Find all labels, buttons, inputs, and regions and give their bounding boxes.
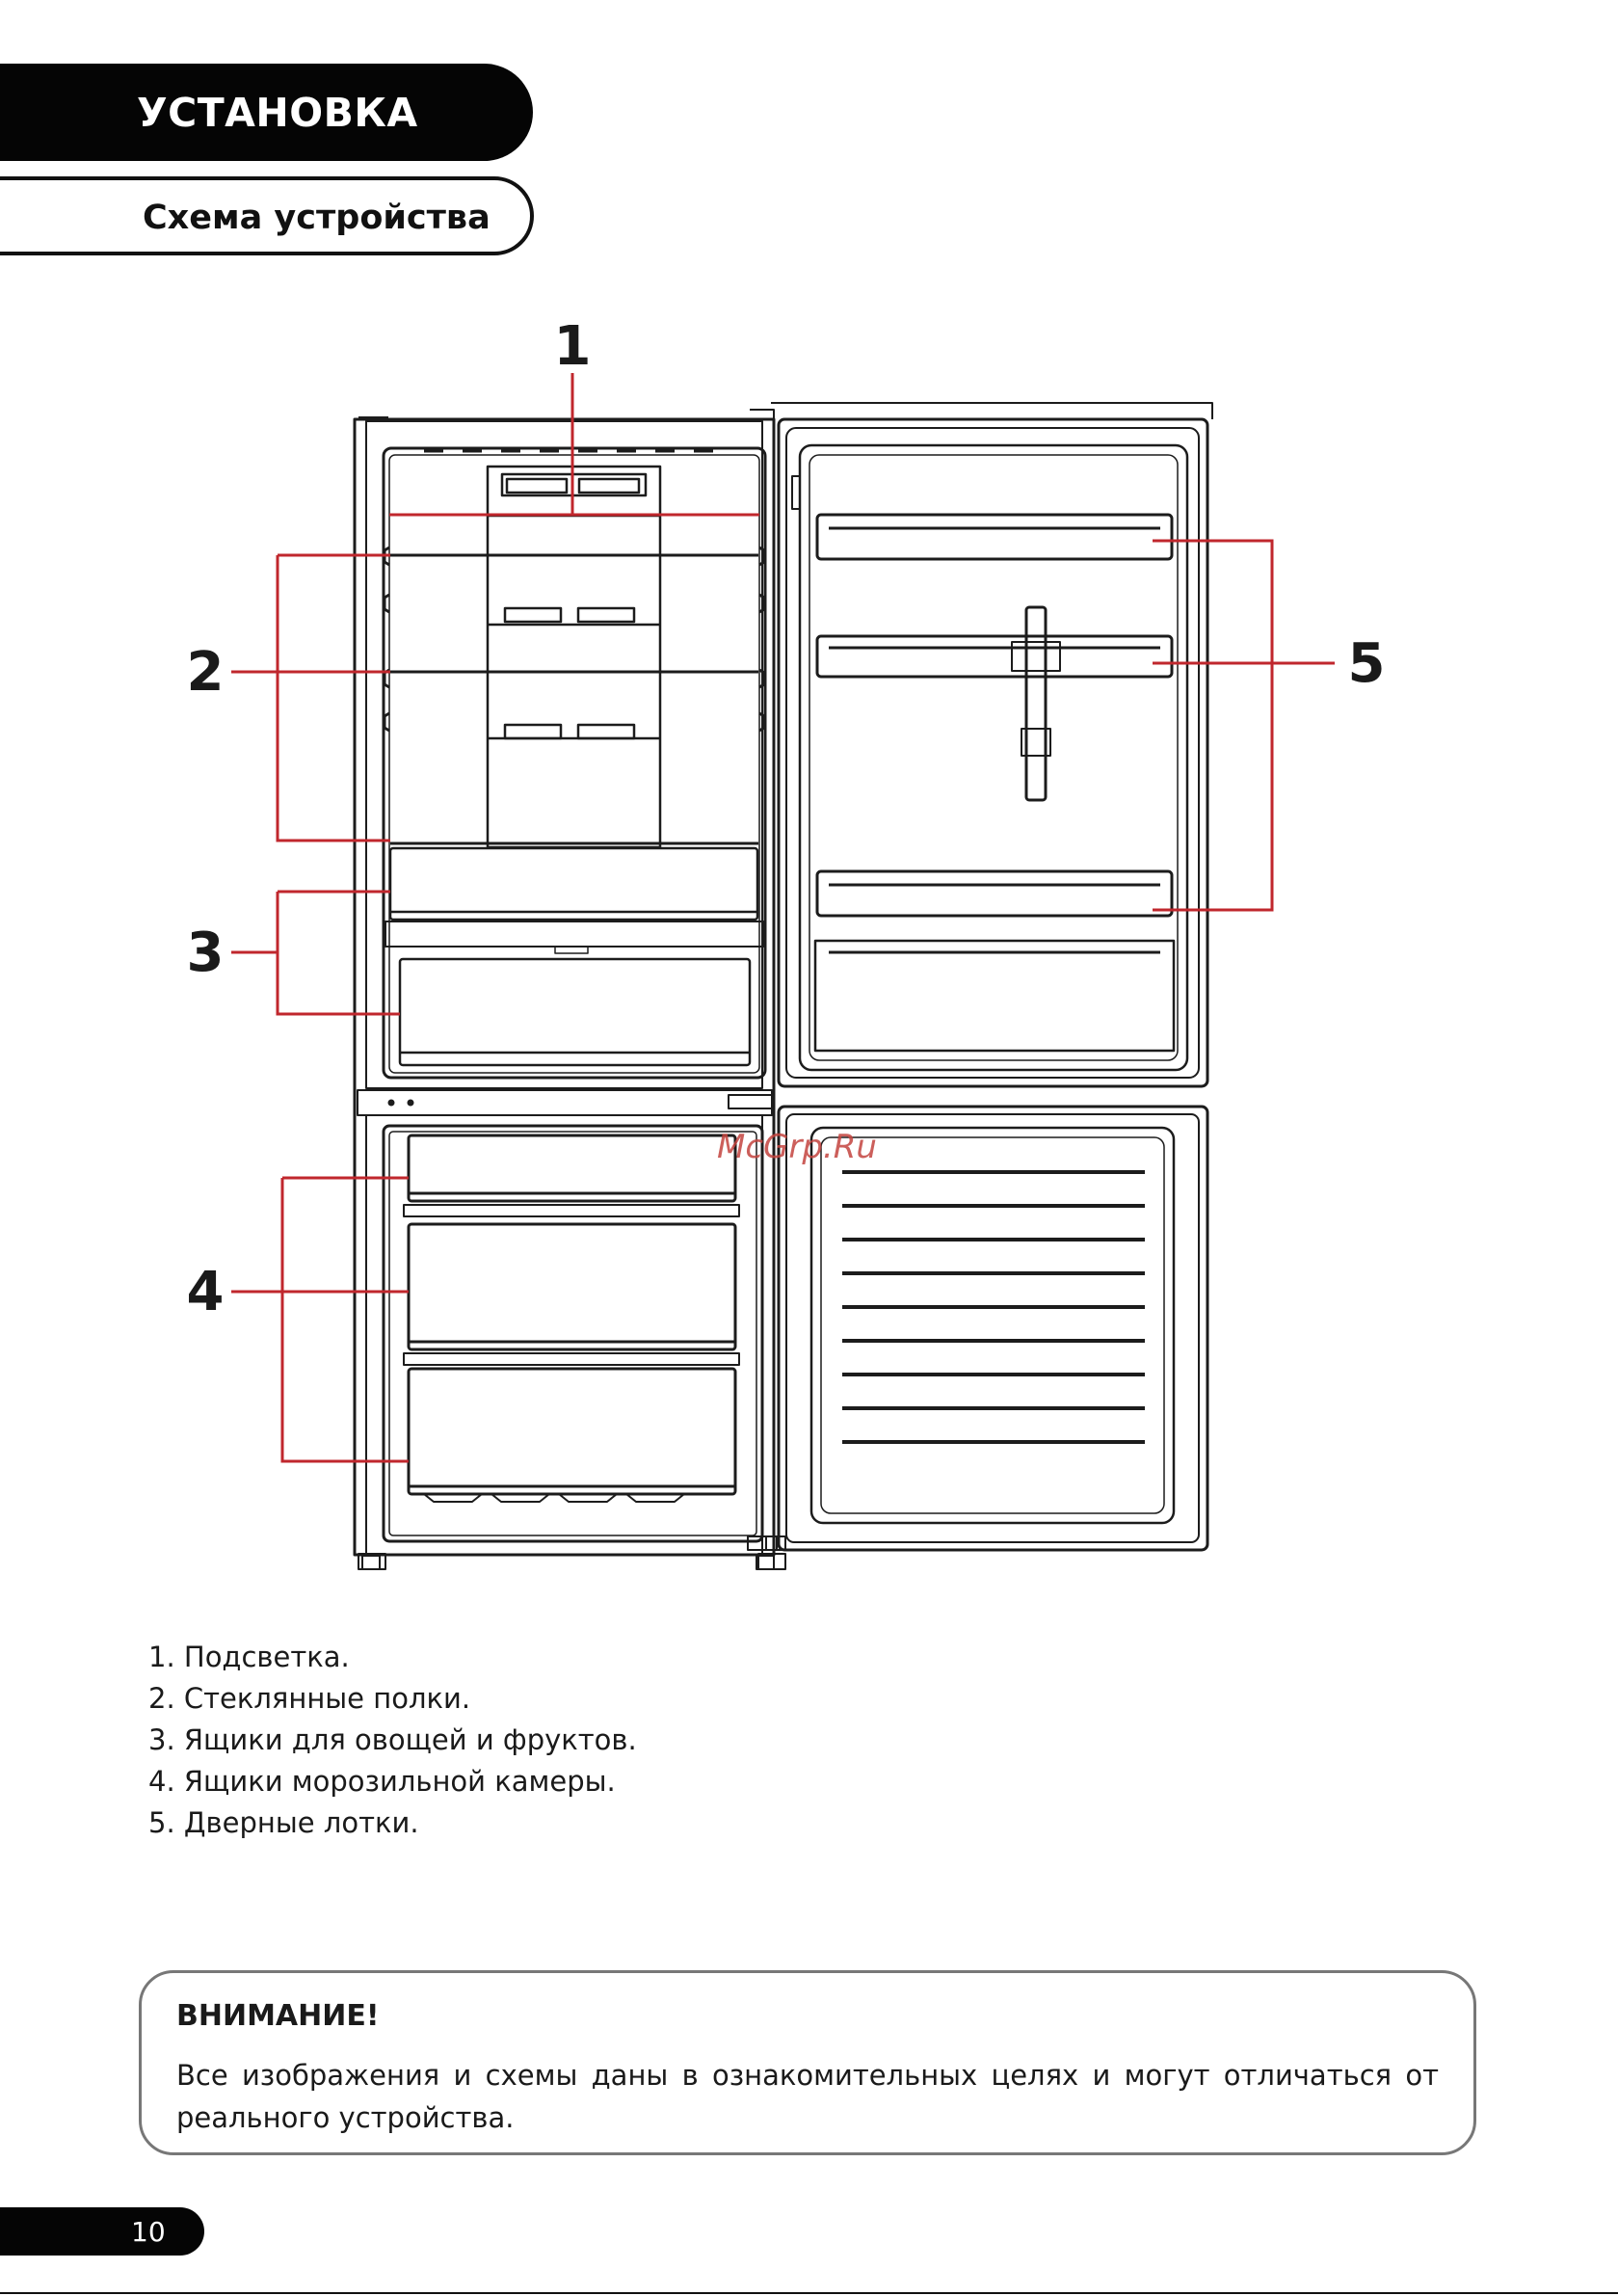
callout-3: 3 <box>187 921 225 984</box>
light-housing <box>488 467 660 847</box>
legend-item: 1. Подсветка. <box>148 1637 637 1678</box>
legend-item: 5. Дверные лотки. <box>148 1802 637 1844</box>
legend-item: 4. Ящики морозильной камеры. <box>148 1761 637 1802</box>
legend-item: 2. Стеклянные полки. <box>148 1678 637 1720</box>
legend-item: 3. Ящики для овощей и фруктов. <box>148 1720 637 1761</box>
crisper-drawers <box>385 848 763 1065</box>
callout-2: 2 <box>187 641 225 704</box>
page-number: 10 <box>131 2216 166 2248</box>
watermark: McGrp.Ru <box>717 1128 877 1166</box>
cabinet-divider <box>358 1090 773 1115</box>
fridge-door <box>771 403 1212 1086</box>
notice-box: ВНИМАНИЕ! Все изображения и схемы даны в… <box>139 1970 1476 2155</box>
callout-4: 4 <box>187 1261 225 1323</box>
glass-shelves <box>385 547 764 843</box>
fridge-cabinet <box>355 410 774 1555</box>
parts-legend: 1. Подсветка. 2. Стеклянные полки. 3. Ящ… <box>148 1637 637 1844</box>
feet <box>362 1556 774 1569</box>
freezer-compartment <box>358 1115 785 1569</box>
page-number-tab: 10 <box>0 2207 204 2256</box>
freezer-door <box>766 1107 1207 1550</box>
callout-1: 1 <box>554 315 592 378</box>
footer-rule <box>0 2292 1618 2294</box>
notice-text: Все изображения и схемы даны в ознакомит… <box>176 2054 1439 2139</box>
callout-5: 5 <box>1348 632 1386 695</box>
callout-lines <box>231 373 1335 1461</box>
notice-title: ВНИМАНИЕ! <box>176 1999 380 2033</box>
